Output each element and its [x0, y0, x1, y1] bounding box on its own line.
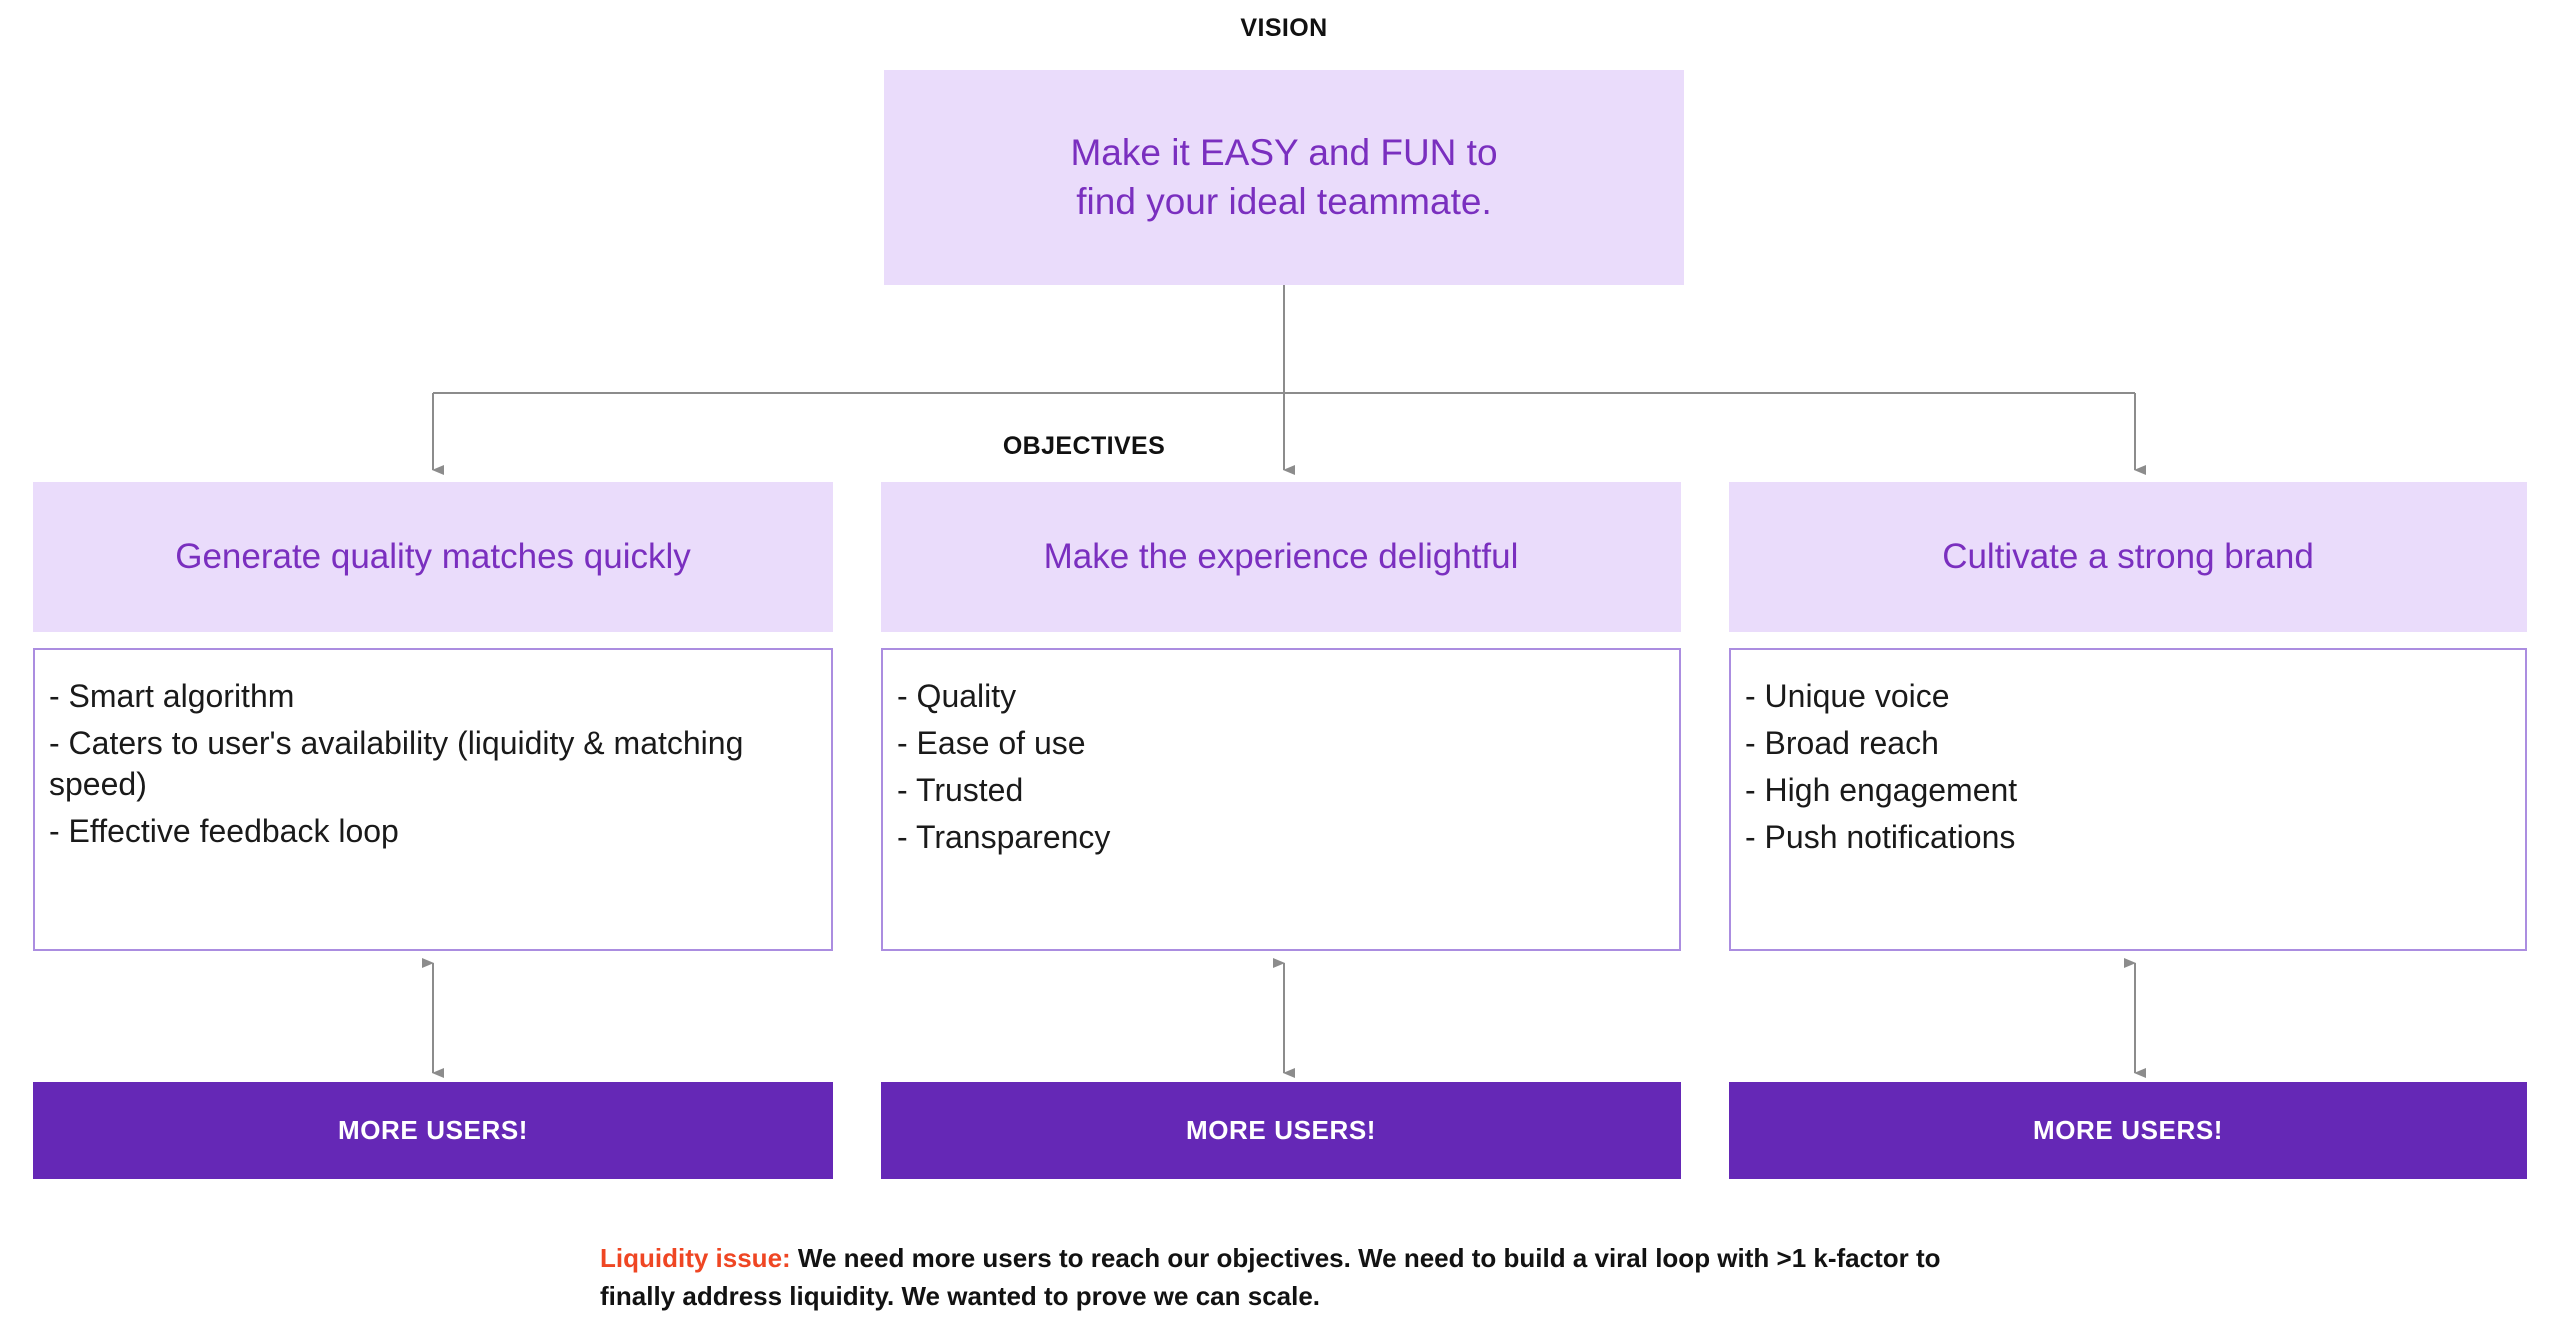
more-users-bar-3: MORE USERS!	[1729, 1082, 2527, 1179]
bullet-list-1: - Smart algorithm - Caters to user's ava…	[49, 676, 817, 852]
liquidity-note: Liquidity issue: We need more users to r…	[600, 1240, 2000, 1315]
bullet-list-3: - Unique voice - Broad reach - High enga…	[1745, 676, 2511, 858]
objective-column-3: Cultivate a strong brand - Unique voice …	[1729, 482, 2527, 951]
more-users-label-1: MORE USERS!	[337, 1115, 529, 1145]
objective-title-1: Generate quality matches quickly	[175, 537, 691, 576]
liquidity-note-highlight: Liquidity issue:	[600, 1243, 791, 1273]
objective-details-box-2: - Quality - Ease of use - Trusted - Tran…	[881, 648, 1681, 951]
more-users-bar-2: MORE USERS!	[881, 1082, 1681, 1179]
bullet-list-2: - Quality - Ease of use - Trusted - Tran…	[897, 676, 1665, 858]
list-item: - Smart algorithm	[49, 678, 295, 714]
objective-details-box-3: - Unique voice - Broad reach - High enga…	[1729, 648, 2527, 951]
more-users-bar-1: MORE USERS!	[33, 1082, 833, 1179]
list-item: - Ease of use	[897, 724, 1086, 761]
objective-column-1: Generate quality matches quickly - Smart…	[33, 482, 833, 951]
list-item: - Broad reach	[1745, 724, 1939, 761]
objectives-section-label: OBJECTIVES	[1002, 432, 1166, 460]
objective-title-2: Make the experience delightful	[1043, 537, 1519, 576]
more-users-label-3: MORE USERS!	[2032, 1115, 2224, 1145]
more-users-label-2: MORE USERS!	[1185, 1115, 1377, 1145]
vision-box: Make it EASY and FUN to find your ideal …	[884, 70, 1684, 285]
liquidity-note-body: We need more users to reach our objectiv…	[600, 1243, 1941, 1311]
list-item: - High engagement	[1745, 771, 2018, 808]
list-item: - Transparency	[897, 818, 1111, 855]
objective-title-3: Cultivate a strong brand	[1942, 537, 2314, 576]
list-item: - Caters to user's availability (liquidi…	[49, 724, 744, 802]
objective-header-3: Cultivate a strong brand	[1729, 482, 2527, 632]
list-item: - Effective feedback loop	[49, 812, 399, 849]
list-item: - Trusted	[897, 771, 1024, 808]
objective-details-box-1: - Smart algorithm - Caters to user's ava…	[33, 648, 833, 951]
vision-section-label: VISION	[1240, 14, 1328, 42]
vision-statement-text: Make it EASY and FUN to find your ideal …	[1070, 131, 1498, 222]
list-item: - Push notifications	[1745, 818, 2016, 855]
objective-header-1: Generate quality matches quickly	[33, 482, 833, 632]
list-item: - Unique voice	[1745, 678, 1950, 714]
objective-header-2: Make the experience delightful	[881, 482, 1681, 632]
list-item: - Quality	[897, 678, 1017, 714]
objective-column-2: Make the experience delightful - Quality…	[881, 482, 1681, 951]
